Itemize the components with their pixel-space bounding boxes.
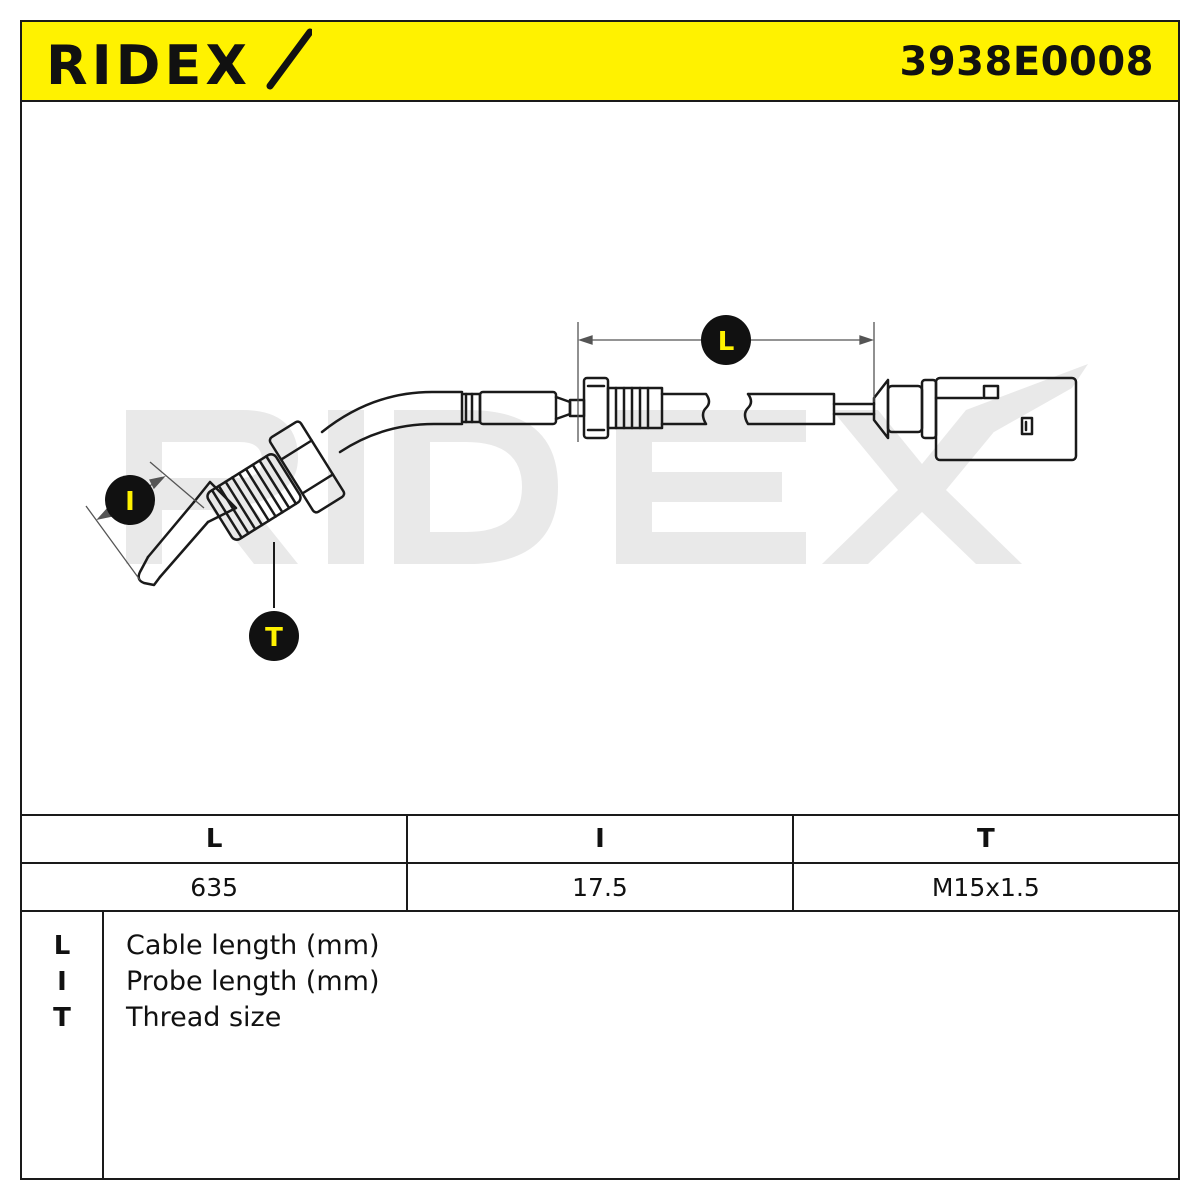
callout-l: L	[701, 315, 751, 365]
legend: L Cable length (mm) I Probe length (mm) …	[22, 910, 1178, 1178]
callout-t: T	[249, 611, 299, 661]
crimp-sleeve	[460, 390, 586, 426]
watermark-logo	[126, 364, 1088, 564]
cable-clamp	[582, 376, 664, 440]
spec-header-row: L I T	[22, 814, 1178, 864]
drawing-sheet: RIDEX 3938E0008	[20, 20, 1180, 1180]
spec-table: L I T 635 17.5 M15x1.5	[22, 814, 1178, 912]
spec-header-i: I	[406, 814, 794, 864]
spec-value-l: 635	[22, 862, 409, 912]
legend-row: I Probe length (mm)	[22, 964, 1178, 1000]
legend-key: L	[53, 931, 71, 961]
legend-key: T	[53, 1003, 71, 1033]
callout-l-label: L	[718, 327, 735, 357]
legend-row: L Cable length (mm)	[22, 928, 1178, 964]
brand-logo-text: RIDEX	[46, 34, 251, 94]
spec-value-t: M15x1.5	[791, 862, 1178, 912]
callout-t-label: T	[265, 623, 283, 653]
electrical-connector	[934, 376, 1078, 462]
brand-logo-slash	[266, 28, 312, 90]
spec-header-t: T	[791, 814, 1178, 864]
legend-divider	[102, 910, 104, 1178]
spec-header-l: L	[22, 814, 409, 864]
legend-desc: Thread size	[126, 1002, 282, 1033]
legend-key: I	[57, 967, 67, 997]
threaded-section	[206, 453, 302, 541]
part-number: 3938E0008	[899, 39, 1154, 85]
sensor-cable	[660, 392, 836, 426]
callout-i: I	[105, 475, 155, 525]
legend-row: T Thread size	[22, 1000, 1178, 1036]
bent-tube	[320, 390, 464, 454]
callout-i-label: I	[125, 487, 135, 517]
lead-wires	[832, 402, 876, 416]
header-bar: RIDEX 3938E0008	[22, 22, 1178, 102]
brand-logo: RIDEX	[46, 28, 312, 94]
legend-desc: Cable length (mm)	[126, 930, 380, 961]
legend-desc: Probe length (mm)	[126, 966, 380, 997]
hex-nut	[268, 420, 346, 514]
sensor-drawing: L I T	[85, 315, 1088, 661]
spec-value-row: 635 17.5 M15x1.5	[22, 862, 1178, 912]
spec-value-i: 17.5	[406, 862, 794, 912]
